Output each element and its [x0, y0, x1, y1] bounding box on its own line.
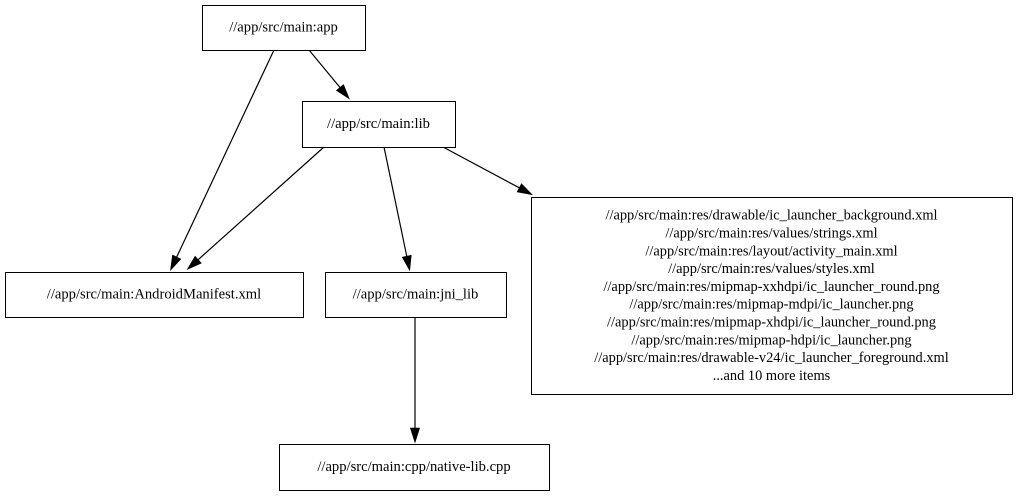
edge-lib-to-manifest	[186, 146, 325, 270]
edge-shaft	[197, 146, 325, 261]
edge-lib-to-resources	[442, 146, 533, 196]
edge-lib-to-jni	[383, 146, 412, 272]
edge-arrowhead	[186, 255, 202, 270]
edge-shaft	[308, 49, 341, 88]
node-label-line: //app/src/main:res/drawable-v24/ic_launc…	[594, 350, 948, 366]
node-native_lib[interactable]: //app/src/main:cpp/native-lib.cpp	[279, 444, 550, 491]
edge-shaft	[176, 49, 275, 258]
node-jni_lib[interactable]: //app/src/main:jni_lib	[325, 272, 507, 318]
edge-jni-to-nativelib	[409, 317, 421, 444]
nodes-layer: //app/src/main:app //app/src/main:lib //ap…	[5, 5, 1013, 491]
node-label-manifest: //app/src/main:AndroidManifest.xml	[47, 286, 261, 302]
node-label-line: //app/src/main:res/mipmap-mdpi/ic_launch…	[629, 297, 913, 313]
node-box-manifest[interactable]	[5, 272, 304, 318]
node-label-lib: //app/src/main:lib	[327, 116, 430, 132]
edge-shaft	[442, 146, 520, 189]
edge-arrowhead	[401, 254, 412, 272]
node-box-app[interactable]	[202, 5, 366, 51]
edges-layer	[170, 49, 533, 444]
node-lib[interactable]: //app/src/main:lib	[302, 101, 456, 148]
node-resources[interactable]: //app/src/main:res/drawable/ic_launcher_…	[531, 197, 1013, 395]
node-box-resources[interactable]	[531, 197, 1013, 395]
node-app[interactable]: //app/src/main:app	[202, 5, 366, 51]
node-label-app: //app/src/main:app	[229, 19, 338, 35]
node-label-resources: //app/src/main:res/drawable/ic_launcher_…	[594, 208, 948, 384]
edge-arrowhead	[170, 254, 182, 272]
node-label-native_lib: //app/src/main:cpp/native-lib.cpp	[317, 459, 510, 475]
node-label-line: //app/src/main:res/mipmap-xxhdpi/ic_laun…	[603, 279, 939, 295]
node-label-jni_lib: //app/src/main:jni_lib	[353, 286, 479, 302]
edge-app-to-manifest	[170, 49, 275, 272]
node-label-line: //app/src/main:res/layout/activity_main.…	[645, 243, 897, 259]
node-label-line: ...and 10 more items	[713, 368, 831, 384]
node-label-line: //app/src/main:res/mipmap-xhdpi/ic_launc…	[607, 314, 936, 330]
node-label-line: //app/src/main:res/values/styles.xml	[668, 261, 875, 277]
node-box-native_lib[interactable]	[279, 444, 550, 491]
edge-arrowhead	[516, 183, 533, 196]
node-label-line: //app/src/main:res/values/strings.xml	[665, 225, 877, 241]
node-label-line: //app/src/main:res/drawable/ic_launcher_…	[605, 208, 937, 224]
edge-shaft	[383, 146, 408, 257]
edge-arrowhead	[409, 427, 421, 444]
node-box-lib[interactable]	[302, 101, 456, 148]
node-box-jni_lib[interactable]	[325, 272, 507, 318]
edge-arrowhead	[335, 84, 350, 100]
node-manifest[interactable]: //app/src/main:AndroidManifest.xml	[5, 272, 304, 318]
edge-app-to-lib	[308, 49, 350, 100]
node-label-line: //app/src/main:res/mipmap-hdpi/ic_launch…	[631, 332, 911, 348]
